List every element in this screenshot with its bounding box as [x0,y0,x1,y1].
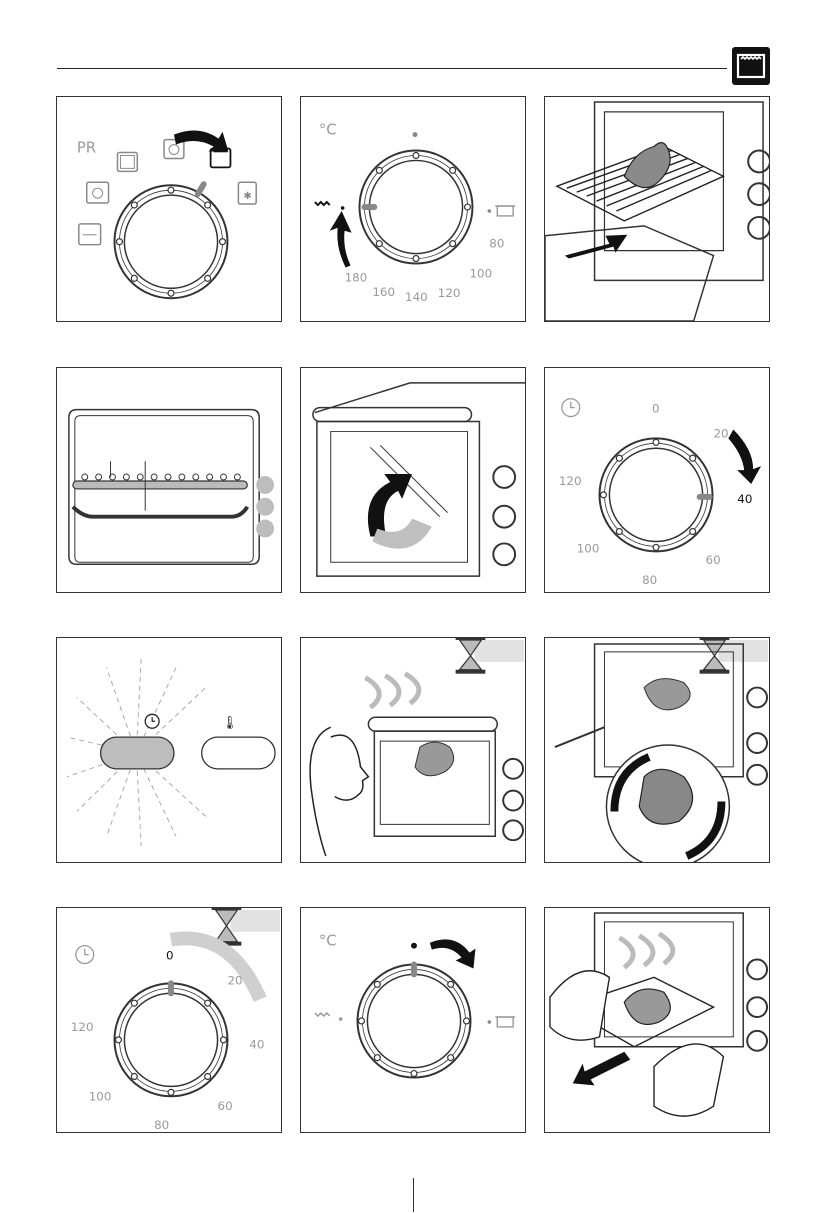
hourglass-icon [699,638,730,674]
push-arrow-icon [564,234,628,259]
temp-180: 180 [345,270,368,284]
pot-icon [487,1016,516,1028]
clock-icon [561,398,581,418]
timer-40: 40 [249,1038,264,1052]
clock-icon [75,945,95,965]
oven-knobs [492,465,517,567]
defrost-icon: ✱ [237,181,257,205]
timer-60: 60 [218,1099,233,1113]
steam-icon [617,931,676,970]
panel-function-selector: PR ✱ [56,96,282,322]
door-handle [312,406,473,423]
timer-20: 20 [713,426,728,440]
timer-120: 120 [559,474,582,488]
temperature-knob[interactable] [356,961,472,1079]
oven-icon [732,47,770,85]
panel-remove-food [544,907,770,1133]
flip-arrow-left-icon [610,753,651,812]
timer-60: 60 [706,553,721,567]
timer-0: 0 [166,949,174,963]
steam-icon [364,671,422,710]
temp-80: 80 [489,237,504,251]
pot-icon [487,205,516,217]
header-rule [57,68,727,69]
rack-level-markers [256,476,275,538]
countdown-arc [169,931,267,1002]
timer-indicator-light [99,736,175,770]
close-door-arrow-icon [367,474,413,537]
baking-tray [71,505,250,519]
upper-rack [72,480,248,490]
timer-40: 40 [737,492,752,506]
rotate-right-arrow-icon [728,429,762,484]
oven-mitt-left-icon [549,970,611,1041]
panel-turn-food [544,637,770,863]
meat-icon [638,768,694,825]
panel-watch-cooking [300,637,526,863]
timer-80: 80 [642,573,657,587]
timer-knob[interactable] [113,980,229,1098]
wire-rack [563,976,716,1048]
rotate-arrow-icon [173,130,229,152]
timer-20: 20 [227,973,242,987]
bottom-heat-icon [78,223,102,246]
panel-insert-rack [544,96,770,322]
celsius-label: °C [319,932,337,950]
panel-rack-positions [56,367,282,593]
pull-out-arrow-icon [572,1051,631,1086]
timer-80: 80 [154,1118,169,1132]
fan-icon [85,181,110,204]
grill-icon [314,200,345,210]
panel-close-door [300,367,526,593]
function-knob[interactable] [113,181,229,300]
pr-label: PR [77,139,96,157]
timer-knob[interactable] [598,437,714,553]
svg-text:✱: ✱ [243,191,251,202]
clock-icon [144,713,160,729]
person-icon [309,726,332,857]
meat-icon [414,741,455,777]
timer-100: 100 [89,1089,112,1103]
meat-icon [623,142,671,189]
panel-timer-dial: 0 20 40 60 80 100 120 [544,367,770,593]
fan-grill-icon [163,138,185,160]
rotate-left-arrow-icon [329,210,352,268]
conventional-oven-icon [116,151,139,173]
temp-100: 100 [469,266,492,280]
panel-indicator-lights: 🌡 [56,637,282,863]
panel-temperature-dial: °C 80 100 120 140 160 180 [300,96,526,322]
panel-timer-end: 0 20 40 60 80 100 120 [56,907,282,1133]
hourglass-icon [455,638,486,674]
timer-100: 100 [577,541,600,555]
timer-0: 0 [652,402,660,416]
thermostat-indicator-light [201,736,276,770]
temp-140: 140 [405,290,428,304]
rotate-left-arrow-icon [429,939,476,969]
panel-temperature-off: °C [300,907,526,1133]
timer-120: 120 [71,1020,94,1034]
flip-arrow-right-icon [685,801,726,860]
temp-160: 160 [372,285,395,299]
temperature-knob[interactable] [358,149,474,265]
meat-icon [623,988,671,1026]
celsius-label: °C [319,121,337,139]
temp-120: 120 [438,286,461,300]
page-center-mark [413,1178,414,1212]
grill-icon [314,1012,343,1021]
thermometer-icon: 🌡 [222,715,238,731]
oven-mitt-right-icon [653,1043,725,1117]
